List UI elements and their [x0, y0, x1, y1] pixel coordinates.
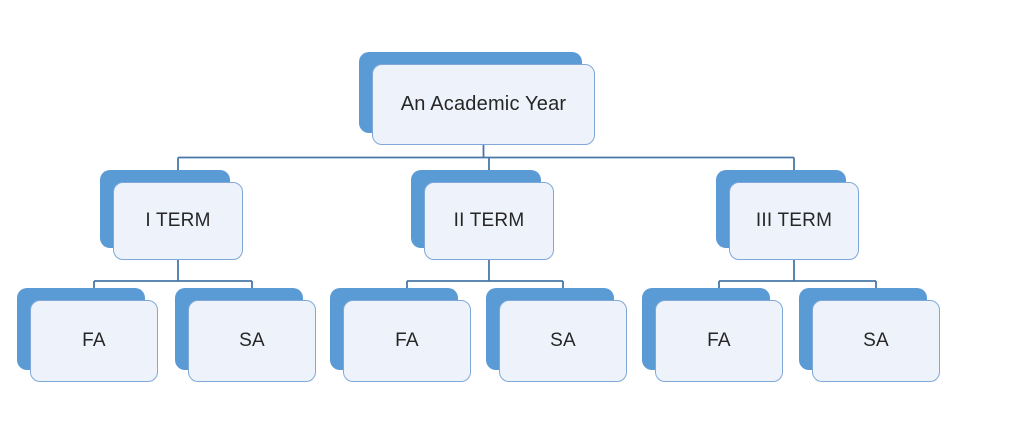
node-label: An Academic Year — [400, 93, 567, 115]
node-label: III TERM — [755, 210, 833, 231]
node-label: II TERM — [453, 210, 525, 231]
node-term-2-sa: SA — [486, 288, 627, 382]
node-card: FA — [655, 300, 783, 382]
node-term-3: III TERM — [716, 170, 859, 260]
node-label: SA — [550, 330, 576, 351]
node-label: FA — [395, 330, 419, 351]
node-card: SA — [188, 300, 316, 382]
node-card: SA — [812, 300, 940, 382]
node-academic-year: An Academic Year — [359, 52, 595, 145]
node-term-1: I TERM — [100, 170, 243, 260]
node-card: I TERM — [113, 182, 243, 260]
node-card: II TERM — [424, 182, 554, 260]
node-card: FA — [30, 300, 158, 382]
node-label: SA — [863, 330, 889, 351]
node-term-2: II TERM — [411, 170, 554, 260]
node-term-1-sa: SA — [175, 288, 316, 382]
node-term-3-sa: SA — [799, 288, 940, 382]
node-term-1-fa: FA — [17, 288, 158, 382]
node-card: An Academic Year — [372, 64, 595, 145]
node-card: SA — [499, 300, 627, 382]
node-term-2-fa: FA — [330, 288, 471, 382]
node-label: I TERM — [145, 210, 211, 231]
node-card: FA — [343, 300, 471, 382]
node-label: FA — [82, 330, 106, 351]
node-card: III TERM — [729, 182, 859, 260]
node-label: FA — [707, 330, 731, 351]
node-term-3-fa: FA — [642, 288, 783, 382]
node-label: SA — [239, 330, 265, 351]
